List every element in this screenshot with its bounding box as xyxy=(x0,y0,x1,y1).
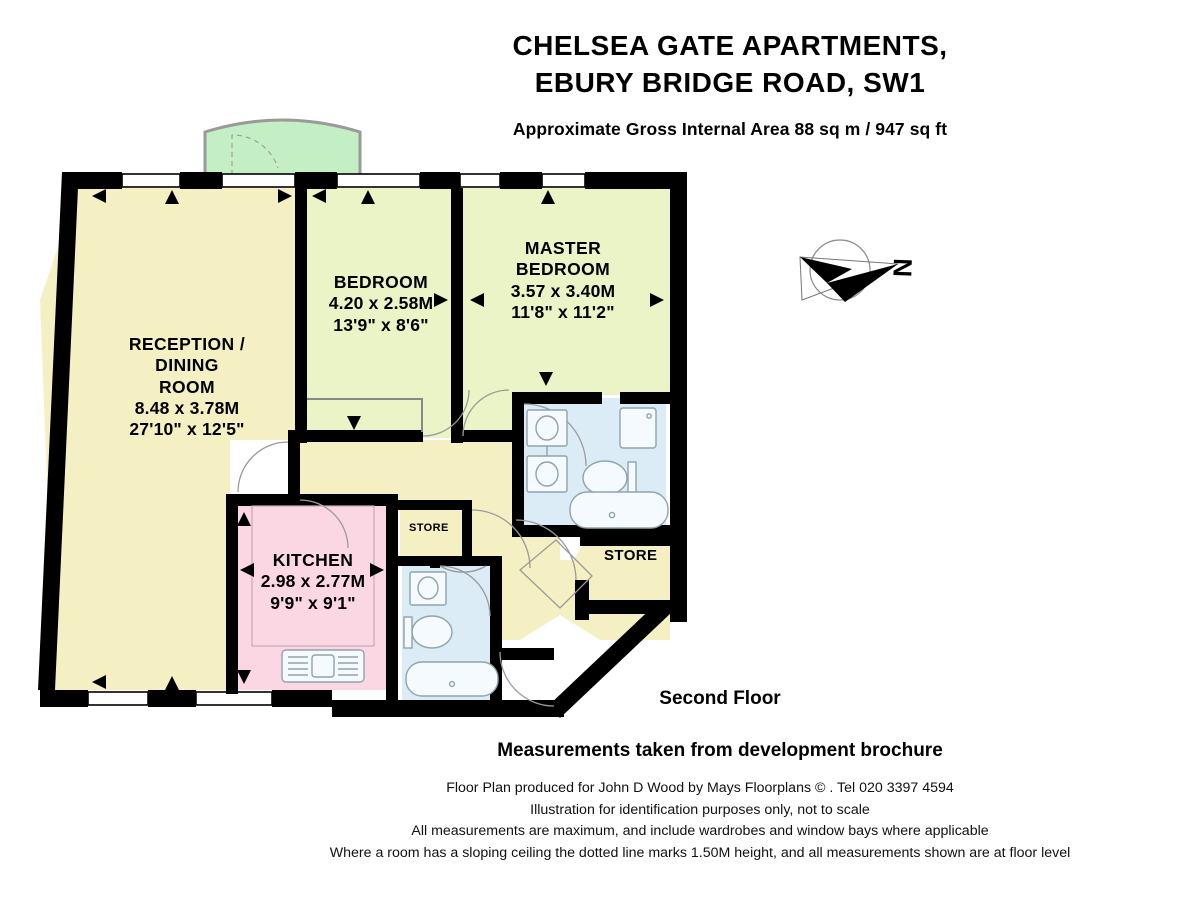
floor-caption: Second Floor xyxy=(659,688,781,709)
store-small-fill xyxy=(400,505,470,555)
basin-icon xyxy=(409,571,447,606)
gross-internal-area: Approximate Gross Internal Area 88 sq m … xyxy=(512,118,948,139)
basin-icon xyxy=(526,455,568,493)
kitchen-sink-icon xyxy=(281,649,365,683)
disclaimer-block: Floor Plan produced for John D Wood by M… xyxy=(200,778,1200,864)
store-small-label: STORE xyxy=(409,522,449,534)
shower-icon xyxy=(619,407,657,449)
reception-dining-room-fill xyxy=(40,188,295,690)
compass-rose: N xyxy=(782,228,942,318)
bathtub-icon xyxy=(405,661,499,697)
toilet-icon xyxy=(582,460,637,496)
disclaimer-line-1: Floor Plan produced for John D Wood by M… xyxy=(446,780,954,796)
bedroom-fill xyxy=(305,188,453,438)
measurements-note: Measurements taken from development broc… xyxy=(497,740,943,761)
page-header: CHELSEA GATE APARTMENTS, EBURY BRIDGE RO… xyxy=(380,28,1080,140)
walls xyxy=(38,172,687,718)
disclaimer-line-3: All measurements are maximum, and includ… xyxy=(411,823,989,840)
bathtub-icon xyxy=(569,491,669,529)
door-swings xyxy=(237,389,593,707)
toilet-icon xyxy=(403,615,453,649)
fixtures xyxy=(251,407,669,697)
disclaimer-line-2: Illustration for identification purposes… xyxy=(530,801,870,818)
floor-plan-drawing xyxy=(38,118,687,718)
page-title-line-1: CHELSEA GATE APARTMENTS, xyxy=(512,30,948,61)
compass-north-arrow-icon: N xyxy=(799,239,918,302)
disclaimer-line-4: Where a room has a sloping ceiling the d… xyxy=(329,844,1071,861)
store-large-label: STORE xyxy=(604,547,658,564)
master-bedroom-fill xyxy=(462,188,670,438)
dimension-arrows xyxy=(92,189,664,690)
compass-north-label: N xyxy=(887,258,918,278)
balcony xyxy=(203,118,362,179)
basin-icon xyxy=(526,409,568,447)
page-title-line-2: EBURY BRIDGE ROAD, SW1 xyxy=(534,66,926,98)
